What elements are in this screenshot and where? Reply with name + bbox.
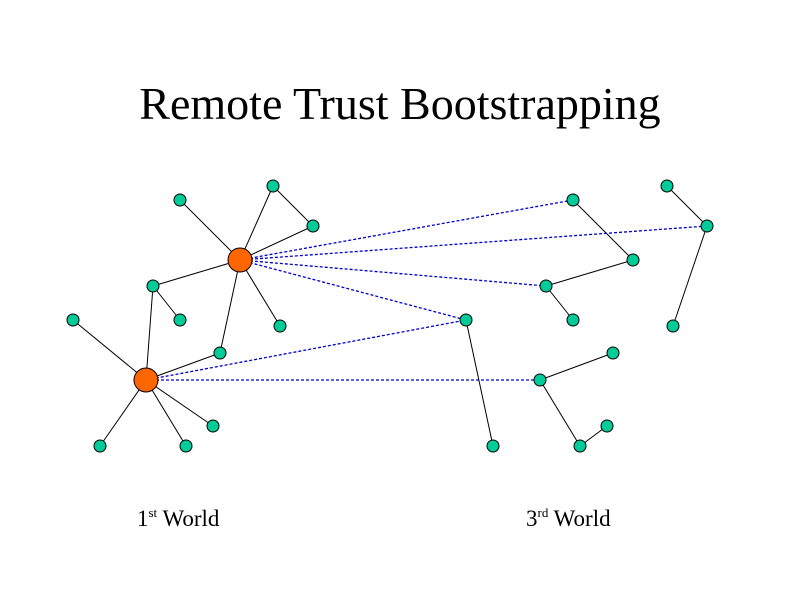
local-link: [99, 379, 147, 447]
local-link: [545, 259, 634, 287]
first-world-label: 1st World: [137, 505, 219, 533]
peer-node: [213, 346, 227, 360]
peer-node: [179, 439, 193, 453]
local-link: [672, 225, 708, 327]
first-world-text: World: [157, 506, 220, 531]
nodes: [66, 179, 714, 453]
remote-trust-link: [239, 199, 574, 261]
peer-node: [206, 419, 220, 433]
peer-node: [486, 439, 500, 453]
third-world-number: 3: [526, 506, 538, 531]
peer-node: [600, 419, 614, 433]
local-link: [219, 259, 241, 354]
peer-node: [566, 193, 580, 207]
local-link: [239, 259, 281, 327]
remote-trust-link: [145, 319, 467, 381]
slide-title: Remote Trust Bootstrapping: [139, 78, 661, 129]
local-link: [539, 379, 581, 447]
peer-node: [573, 439, 587, 453]
peer-node: [273, 319, 287, 333]
local-link: [239, 225, 314, 261]
local-link: [572, 199, 634, 261]
first-world-number: 1: [137, 506, 149, 531]
hub-node: [133, 367, 159, 393]
local-link: [72, 319, 147, 381]
peer-node: [666, 319, 680, 333]
peer-node: [566, 313, 580, 327]
remote-trust-link: [239, 259, 547, 287]
peer-node: [539, 279, 553, 293]
remote-links: [145, 199, 708, 381]
peer-node: [533, 373, 547, 387]
local-link: [465, 319, 494, 447]
peer-node: [660, 179, 674, 193]
peer-node: [66, 313, 80, 327]
third-world-label: 3rd World: [526, 505, 611, 533]
local-link: [145, 285, 154, 381]
third-world-suffix: rd: [537, 505, 549, 520]
local-link: [145, 379, 187, 447]
peer-node: [626, 253, 640, 267]
peer-node: [266, 179, 280, 193]
peer-node: [146, 279, 160, 293]
peer-node: [173, 193, 187, 207]
local-link: [145, 352, 221, 381]
local-link: [539, 352, 614, 381]
local-link: [272, 185, 314, 227]
peer-node: [93, 439, 107, 453]
peer-node: [459, 313, 473, 327]
peer-node: [700, 219, 714, 233]
first-world-suffix: st: [148, 505, 158, 520]
peer-node: [306, 219, 320, 233]
peer-node: [606, 346, 620, 360]
local-link: [152, 285, 181, 321]
local-links: [72, 185, 708, 447]
remote-trust-link: [239, 225, 708, 261]
peer-node: [173, 313, 187, 327]
local-link: [239, 185, 274, 261]
local-link: [152, 259, 241, 287]
hub-node: [227, 247, 253, 273]
remote-trust-link: [239, 259, 467, 321]
third-world-text: World: [548, 506, 611, 531]
local-link: [179, 199, 241, 261]
local-link: [666, 185, 708, 227]
local-link: [545, 285, 574, 321]
local-link: [145, 379, 214, 427]
